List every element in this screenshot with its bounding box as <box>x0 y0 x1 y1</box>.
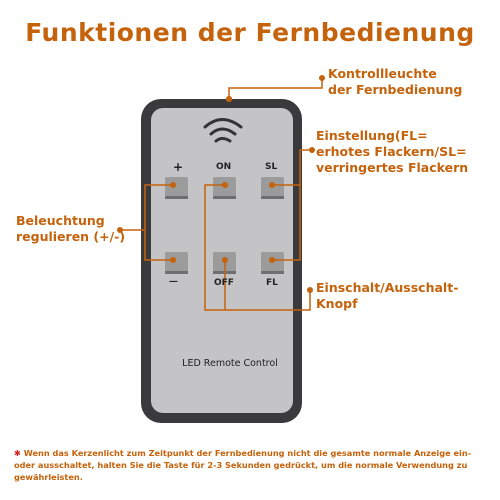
label-brightness: Beleuchtung regulieren (+/-) <box>16 213 126 244</box>
label-power: Einschalt/Ausschalt- Knopf <box>316 280 459 311</box>
button-sl <box>261 177 284 199</box>
footnote: ✱ Wenn das Kerzenlicht zum Zeitpunkt der… <box>14 447 494 483</box>
button-fl <box>261 252 284 274</box>
button-fl-label: FL <box>266 278 278 288</box>
callout-lines <box>120 78 323 311</box>
button-plus-label: + <box>173 160 184 174</box>
signal-icon <box>203 118 243 143</box>
button-plus <box>165 177 188 199</box>
button-off-label: OFF <box>214 278 234 288</box>
button-on <box>213 177 236 199</box>
label-indicator: Kontrollleuchte der Fernbedienung <box>328 66 463 97</box>
label-setting: Einstellung(FL= erhotes Flackern/SL= ver… <box>316 128 469 175</box>
page-title: Funktionen der Fernbedienung <box>25 18 475 47</box>
callout-dots <box>117 75 325 293</box>
button-minus <box>165 252 188 274</box>
asterisk-icon: ✱ <box>14 448 21 458</box>
remote-brand-text: LED Remote Control <box>182 358 278 369</box>
button-minus-label: — <box>169 277 178 287</box>
footnote-text: Wenn das Kerzenlicht zum Zeitpunkt der F… <box>14 448 472 482</box>
button-on-label: ON <box>216 162 232 172</box>
button-sl-label: SL <box>265 162 278 172</box>
